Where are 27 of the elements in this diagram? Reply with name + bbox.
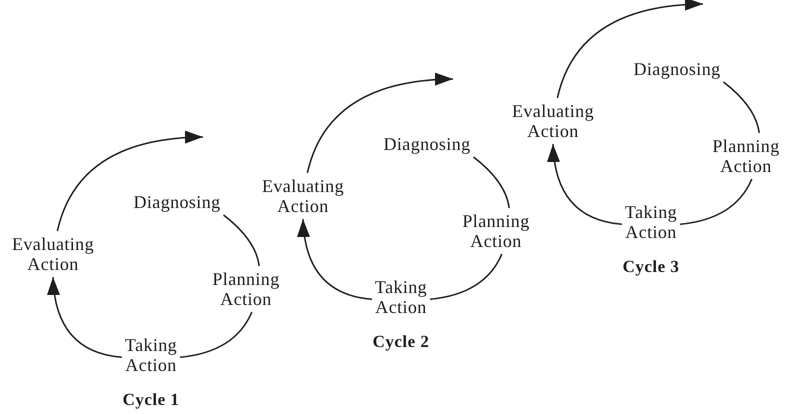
stage-label: Planning Action bbox=[459, 208, 533, 254]
stage-label: Planning Action bbox=[709, 133, 783, 179]
cycle-label: Cycle 3 bbox=[622, 257, 680, 277]
stage-label: Planning Action bbox=[209, 266, 283, 312]
arrow bbox=[548, 144, 622, 226]
connector-line bbox=[473, 156, 510, 208]
stage-label: Taking Action bbox=[372, 274, 430, 320]
connector-line bbox=[223, 214, 260, 266]
stage-label: Taking Action bbox=[622, 199, 680, 245]
stage-label: Diagnosing bbox=[130, 189, 224, 215]
connector-line bbox=[723, 81, 760, 134]
arrow bbox=[48, 276, 122, 358]
stage-label: Diagnosing bbox=[630, 56, 724, 82]
cycle-label: Cycle 1 bbox=[122, 390, 180, 410]
stage-label: Diagnosing bbox=[380, 131, 474, 157]
stage-label: Evaluating Action bbox=[509, 98, 597, 144]
connector-line bbox=[430, 254, 503, 300]
arrow bbox=[56, 131, 204, 232]
connector-line bbox=[680, 178, 753, 226]
arrow bbox=[298, 218, 372, 300]
stage-label: Taking Action bbox=[122, 332, 180, 378]
arrow bbox=[306, 73, 454, 174]
connector-line bbox=[180, 312, 253, 358]
stage-label: Evaluating Action bbox=[259, 173, 347, 219]
arrow bbox=[556, 0, 704, 98]
cycle-label: Cycle 2 bbox=[372, 332, 430, 352]
stage-label: Evaluating Action bbox=[9, 231, 97, 277]
